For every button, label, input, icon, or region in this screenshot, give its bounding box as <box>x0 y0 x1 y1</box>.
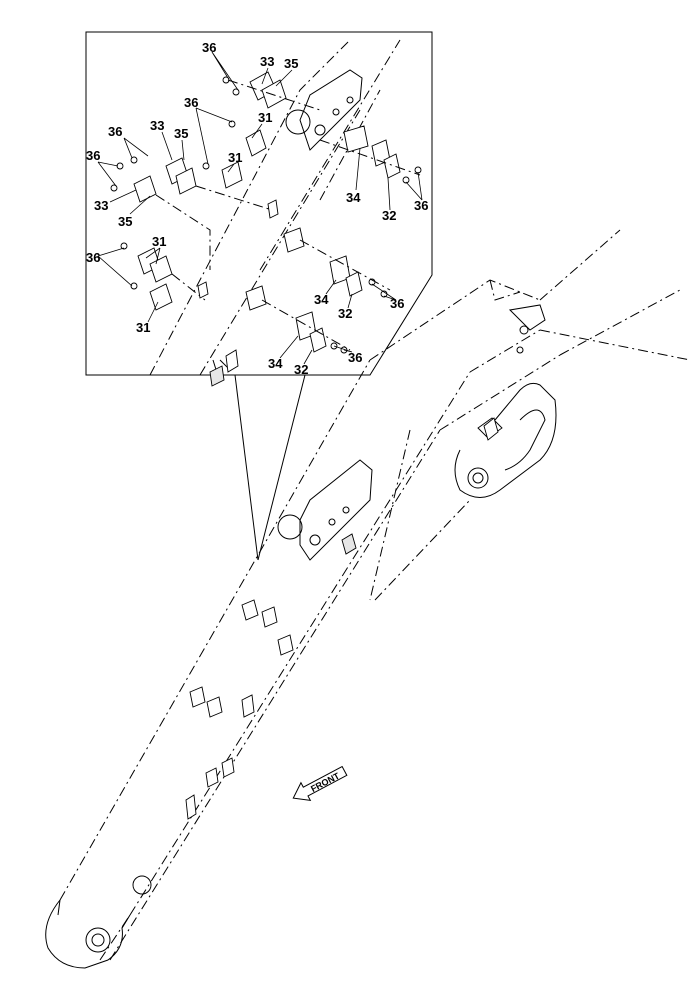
boom-body <box>45 229 691 969</box>
label-36-b: 36 <box>184 95 198 110</box>
label-36-f: 36 <box>414 198 428 213</box>
label-34-c: 34 <box>268 356 283 371</box>
label-36-c: 36 <box>108 124 122 139</box>
label-32-a: 32 <box>382 208 396 223</box>
label-32-c: 32 <box>294 362 308 377</box>
label-34-b: 34 <box>314 292 329 307</box>
label-33-c: 33 <box>94 198 108 213</box>
part-labels: 36 33 35 36 31 36 33 35 31 36 33 35 31 3… <box>86 40 428 377</box>
label-31-b: 31 <box>228 150 242 165</box>
front-label: FRONT <box>309 770 342 794</box>
label-31-c: 31 <box>152 234 166 249</box>
label-36-h: 36 <box>348 350 362 365</box>
label-33-a: 33 <box>260 54 274 69</box>
label-31-a: 31 <box>258 110 272 125</box>
label-35-c: 35 <box>118 214 132 229</box>
leader-lines <box>97 51 423 365</box>
label-31-d: 31 <box>136 320 150 335</box>
label-33-b: 33 <box>150 118 164 133</box>
inset-detail-panel <box>85 31 433 561</box>
label-35-a: 35 <box>284 56 298 71</box>
label-32-b: 32 <box>338 306 352 321</box>
inset-parts <box>110 71 422 354</box>
label-35-b: 35 <box>174 126 188 141</box>
label-34-a: 34 <box>346 190 361 205</box>
label-36-d: 36 <box>86 148 100 163</box>
label-36-g: 36 <box>390 296 404 311</box>
label-36-e: 36 <box>86 250 100 265</box>
label-36-a: 36 <box>202 40 216 55</box>
front-direction-arrow: FRONT <box>292 765 348 802</box>
